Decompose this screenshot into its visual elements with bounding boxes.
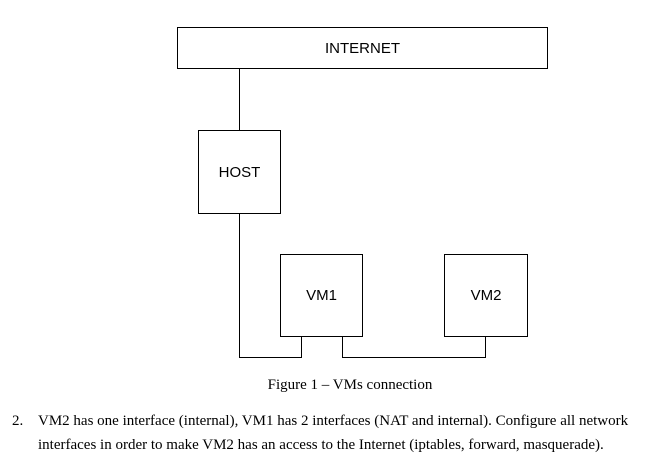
task-description: VM2 has one interface (internal), VM1 ha…: [38, 413, 629, 453]
host-node: HOST: [198, 130, 281, 214]
edge-host-vm1: [239, 214, 302, 358]
list-number: 2.: [12, 413, 24, 429]
vm2-label: VM2: [470, 287, 502, 304]
vm1-label: VM1: [306, 287, 337, 304]
vm1-node: VM1: [280, 254, 363, 337]
edge-vm1-vm2: [342, 337, 486, 358]
task-list-item: 2. VM2 has one interface (internal), VM1…: [12, 409, 662, 457]
internet-label: INTERNET: [325, 39, 400, 57]
vm2-node: VM2: [444, 254, 528, 337]
host-label: HOST: [218, 163, 261, 181]
figure-caption: Figure 1 – VMs connection: [267, 377, 433, 393]
internet-node: INTERNET: [177, 27, 548, 69]
